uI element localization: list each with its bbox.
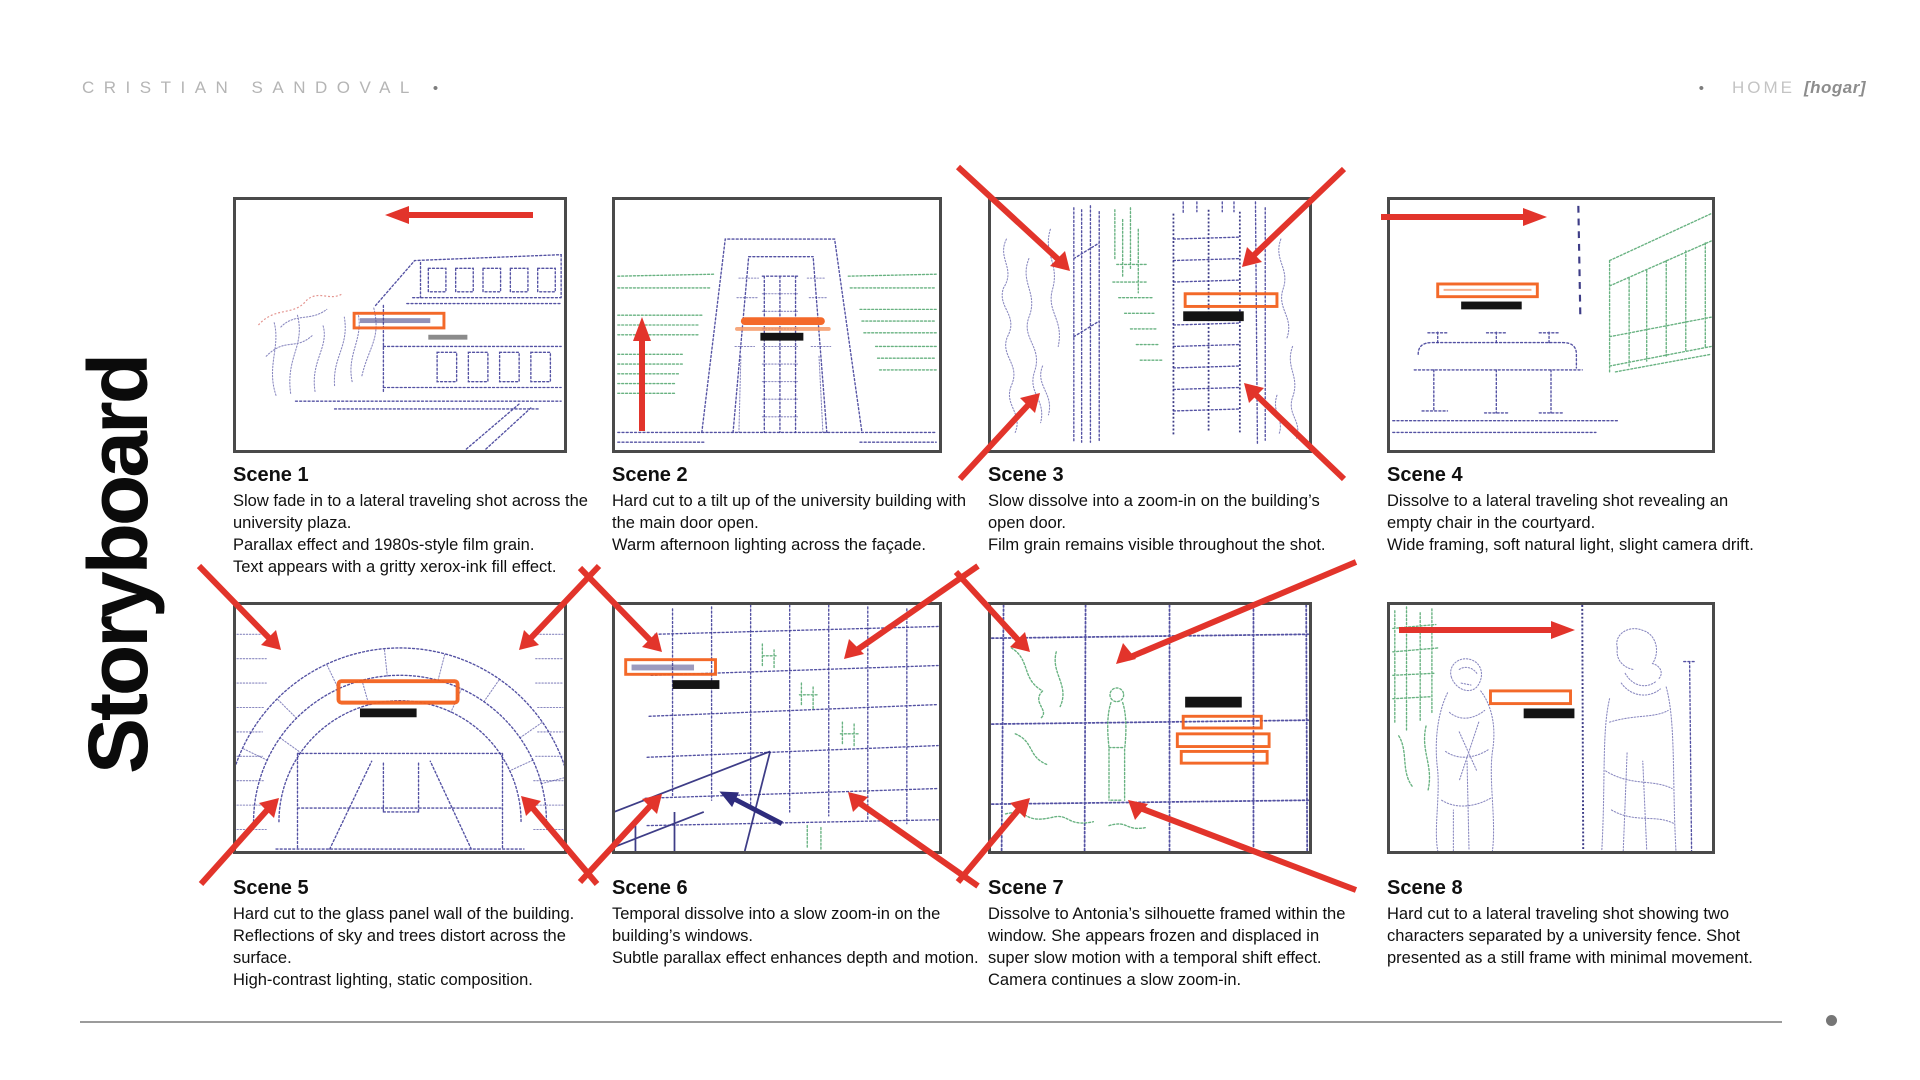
scene-description: Dissolve to Antonia’s silhouette framed …: [988, 905, 1346, 989]
scene-1-sketch: [233, 197, 567, 453]
scene-7-caption: Scene 7 Dissolve to Antonia’s silhouette…: [988, 877, 1356, 991]
scene-description: Dissolve to a lateral traveling shot rev…: [1387, 492, 1754, 554]
scene-title: Scene 4: [1387, 464, 1463, 486]
scene-description: Temporal dissolve into a slow zoom-in on…: [612, 905, 979, 967]
scene-5-caption: Scene 5 Hard cut to the glass panel wall…: [233, 877, 601, 991]
footer-dot: [1826, 1015, 1837, 1026]
scene-1-frame: [233, 197, 567, 453]
scene-description: Slow fade in to a lateral traveling shot…: [233, 492, 588, 576]
scene-title: Scene 6: [612, 877, 688, 899]
author-label: CRISTIAN SANDOVAL: [82, 78, 419, 97]
scene-title: Scene 8: [1387, 877, 1463, 899]
scene-4-frame: [1381, 197, 1715, 453]
home-translation: [hogar]: [1803, 78, 1866, 97]
scene-8-caption: Scene 8 Hard cut to a lateral traveling …: [1387, 877, 1755, 969]
scene-description: Hard cut to a tilt up of the university …: [612, 492, 967, 554]
scene-7-sketch: [988, 602, 1312, 854]
scene-6-sketch: [612, 602, 942, 854]
scene-3-frame: [955, 164, 1347, 482]
scene-5-frame: [196, 563, 602, 887]
scene-title: Scene 3: [988, 464, 1064, 486]
page-title: Storyboard: [71, 355, 165, 775]
scene-2-caption: Scene 2 Hard cut to a tilt up of the uni…: [612, 464, 980, 556]
home-link-label[interactable]: HOME: [1731, 78, 1795, 97]
scene-5-sketch: [233, 602, 567, 854]
scene-8-sketch: [1387, 602, 1715, 854]
scene-description: Hard cut to the glass panel wall of the …: [233, 905, 575, 989]
home-nav[interactable]: • HOME [hogar]: [1699, 78, 1866, 98]
scene-description: Hard cut to a lateral traveling shot sho…: [1387, 905, 1753, 967]
scene-6-frame: [577, 563, 980, 889]
scene-4-caption: Scene 4 Dissolve to a lateral traveling …: [1387, 464, 1755, 556]
author-name: CRISTIAN SANDOVAL •: [82, 78, 438, 98]
scene-7-frame: [953, 559, 1358, 893]
scene-title: Scene 7: [988, 877, 1064, 899]
home-dot: •: [1698, 80, 1704, 97]
scene-2-sketch: [612, 197, 942, 453]
scene-title: Scene 2: [612, 464, 688, 486]
scene-8-frame: [1387, 602, 1715, 854]
scene-title: Scene 5: [233, 877, 309, 899]
scene-1-caption: Scene 1 Slow fade in to a lateral travel…: [233, 464, 601, 578]
scene-description: Slow dissolve into a zoom-in on the buil…: [988, 492, 1326, 554]
author-dot: •: [432, 80, 439, 97]
scene-6-caption: Scene 6 Temporal dissolve into a slow zo…: [612, 877, 980, 969]
scene-2-frame: [612, 197, 942, 453]
scene-3-caption: Scene 3 Slow dissolve into a zoom-in on …: [988, 464, 1356, 556]
scene-title: Scene 1: [233, 464, 309, 486]
scene-3-sketch: [988, 197, 1312, 453]
scene-4-sketch: [1387, 197, 1715, 453]
footer-divider: [80, 1021, 1782, 1023]
